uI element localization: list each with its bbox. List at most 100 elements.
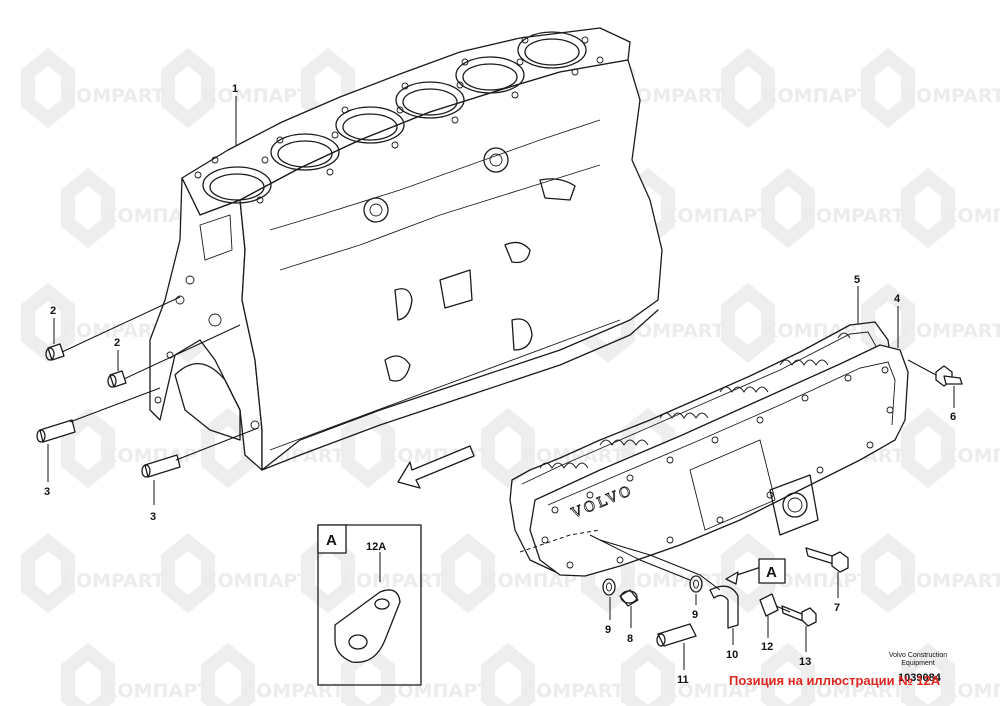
watermark-logo bbox=[441, 533, 495, 613]
watermark-logo bbox=[341, 408, 395, 488]
leader-lines bbox=[47, 96, 955, 670]
callout-9-right: 9 bbox=[692, 609, 698, 621]
callouts: 1 2 2 3 3 4 5 6 7 8 9 9 10 11 12 12A 13 bbox=[44, 83, 956, 686]
direction-arrow bbox=[397, 445, 475, 489]
callout-2-upper: 2 bbox=[50, 305, 56, 317]
callout-4: 4 bbox=[894, 293, 901, 305]
watermark-text: КОМПАРТ bbox=[102, 680, 210, 702]
watermark-text: КОМПАРТ bbox=[382, 680, 490, 702]
watermark-logo bbox=[901, 168, 955, 248]
callout-12a: 12A bbox=[366, 541, 386, 553]
callout-10: 10 bbox=[726, 649, 738, 661]
watermark-text: COMPART bbox=[62, 570, 165, 592]
watermark-text: КОМПАРТ bbox=[942, 445, 1000, 467]
callout-11: 11 bbox=[677, 674, 689, 686]
callout-6: 6 bbox=[950, 411, 956, 423]
watermark-logo bbox=[761, 643, 815, 706]
plug-2-upper bbox=[45, 343, 65, 361]
watermark-text: КОМПАРТ bbox=[662, 205, 770, 227]
watermark-logo bbox=[161, 48, 215, 128]
part-12a-drawing bbox=[334, 589, 401, 663]
watermark-text: COMPART bbox=[802, 205, 905, 227]
position-note: Позиция на иллюстрации № 12A bbox=[729, 673, 941, 688]
watermark-logo bbox=[481, 643, 535, 706]
gasket-waves bbox=[539, 332, 851, 469]
watermark-text: COMPART bbox=[902, 85, 1000, 107]
watermark-logo bbox=[901, 408, 955, 488]
callout-13: 13 bbox=[799, 656, 811, 668]
watermark-logo bbox=[201, 643, 255, 706]
watermark-logo bbox=[721, 533, 775, 613]
callout-3-left: 3 bbox=[44, 486, 50, 498]
watermark-logo bbox=[21, 533, 75, 613]
watermark-logo bbox=[861, 48, 915, 128]
watermark-logo bbox=[481, 408, 535, 488]
watermark-text: КОМПАРТ bbox=[762, 85, 870, 107]
watermark-text: COMPART bbox=[622, 570, 725, 592]
watermark-text: КОМПАРТ bbox=[942, 205, 1000, 227]
watermark-logo bbox=[21, 48, 75, 128]
watermark-logo bbox=[861, 533, 915, 613]
watermark-logo bbox=[21, 283, 75, 363]
detail-view-a: A bbox=[317, 524, 422, 686]
cylinder-block bbox=[149, 27, 663, 471]
hose-11 bbox=[656, 623, 697, 647]
bolt-6 bbox=[935, 365, 963, 387]
watermark-logo bbox=[201, 408, 255, 488]
watermark-text: КОМПАРТ bbox=[762, 320, 870, 342]
svg-text:A: A bbox=[766, 564, 777, 581]
footer: Volvo Construction Equipment 1039084 Поз… bbox=[729, 652, 947, 688]
washer-9-left bbox=[602, 578, 616, 596]
watermark-logo bbox=[761, 168, 815, 248]
watermark-text: КОМПАРТ bbox=[762, 570, 870, 592]
watermark-text: COMPART bbox=[342, 570, 445, 592]
watermark-text: COMPART bbox=[62, 320, 165, 342]
watermark-logo bbox=[61, 643, 115, 706]
callout-1: 1 bbox=[232, 83, 238, 95]
watermark-logo bbox=[901, 643, 955, 706]
callout-8: 8 bbox=[627, 633, 633, 645]
watermark-text: КОМПАРТ bbox=[202, 570, 310, 592]
watermark-text: COMPART bbox=[242, 680, 345, 702]
pin-3-left bbox=[36, 419, 76, 443]
watermark-text: COMPART bbox=[802, 680, 905, 702]
watermark-text: COMPART bbox=[62, 85, 165, 107]
watermark-logo bbox=[161, 533, 215, 613]
watermark-text: КОМПАРТ bbox=[202, 85, 310, 107]
watermark-logo bbox=[621, 643, 675, 706]
callout-7: 7 bbox=[834, 602, 840, 614]
callout-2-lower: 2 bbox=[114, 337, 120, 349]
callout-5: 5 bbox=[854, 274, 860, 286]
callout-12: 12 bbox=[761, 641, 773, 653]
source-line-2: Equipment bbox=[901, 660, 935, 667]
watermark-text: КОМПАРТ bbox=[102, 445, 210, 467]
detail-view-letter: A bbox=[326, 532, 337, 549]
watermark-text: COMPART bbox=[522, 445, 625, 467]
bolt-7 bbox=[805, 547, 849, 573]
watermark-logo bbox=[721, 48, 775, 128]
watermark-text: COMPART bbox=[522, 680, 625, 702]
illustration-id: 1039084 bbox=[898, 672, 942, 684]
watermark-text: КОМПАРТ bbox=[942, 680, 1000, 702]
bracket-12 bbox=[759, 593, 779, 617]
callout-3-right: 3 bbox=[150, 511, 156, 523]
watermark-text: COMPART bbox=[622, 320, 725, 342]
side-cover: VOLVO bbox=[529, 344, 909, 577]
plug-8 bbox=[619, 589, 639, 607]
washer-9-right bbox=[689, 575, 703, 593]
detail-ref-a: A bbox=[725, 558, 786, 585]
watermark-logo bbox=[61, 168, 115, 248]
pin-3-right bbox=[141, 454, 181, 478]
watermark-logo bbox=[61, 408, 115, 488]
plug-2-lower bbox=[107, 370, 127, 388]
bolt-13 bbox=[781, 605, 817, 627]
watermark-logo bbox=[861, 283, 915, 363]
watermark-text: COMPART bbox=[902, 320, 1000, 342]
watermark-text: COMPART bbox=[902, 570, 1000, 592]
callout-9-left: 9 bbox=[605, 624, 611, 636]
breather-pipe-10 bbox=[709, 585, 739, 629]
watermark-text: COMPART bbox=[622, 85, 725, 107]
watermark-text: КОМПАРТ bbox=[662, 680, 770, 702]
source-line-1: Volvo Construction bbox=[889, 652, 947, 659]
